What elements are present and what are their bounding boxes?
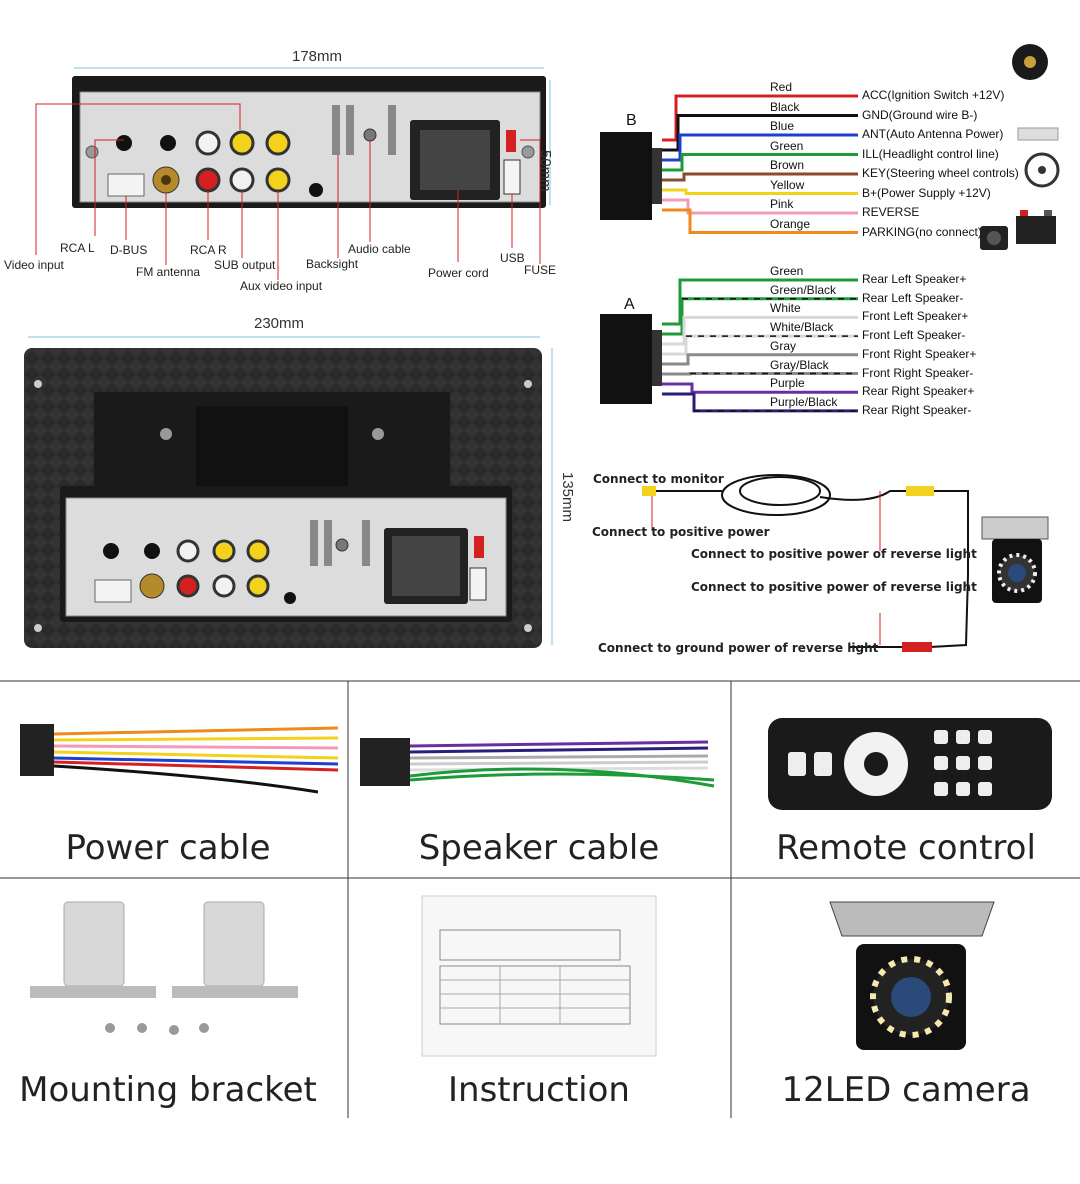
- wire-color-label: Purple: [770, 376, 805, 391]
- wire-line: [662, 172, 858, 182]
- camera-wiring-illustration: [642, 474, 1049, 652]
- wire-line: [662, 334, 858, 356]
- accessories-grid-lines: [0, 680, 1080, 1118]
- connector-a-wires: [600, 278, 858, 413]
- label-fm-antenna: FM antenna: [136, 265, 201, 279]
- wire-function-label: REVERSE: [862, 205, 920, 219]
- label-connect-to-monitor: Connect to monitor: [593, 472, 724, 486]
- label-rca-r: RCA R: [190, 243, 227, 257]
- side-panel-diagram: 230mm 135mm: [0, 310, 590, 660]
- label-sub-output: SUB output: [214, 258, 276, 272]
- wire-function-label: Rear Left Speaker+: [862, 272, 967, 286]
- wire-color-label: Green/Black: [770, 282, 837, 297]
- wire-color-label: Gray/Black: [770, 357, 829, 372]
- remote-control-icon: [768, 718, 1052, 810]
- wire-function-label: PARKING(no connect): [862, 224, 982, 239]
- frame-illustration: [24, 336, 553, 648]
- wire-function-label: Front Right Speaker-: [862, 365, 974, 380]
- wire-function-label: ACC(Ignition Switch +12V): [862, 88, 1005, 102]
- accessory-title-led-camera: 12LED camera: [781, 1070, 1031, 1110]
- rear-panel-diagram: 178mm 50mm RCA L Video input D-BUS FM an…: [0, 0, 590, 300]
- wire-color-label: Green: [770, 264, 804, 278]
- connector-b-wires: [600, 94, 858, 234]
- accessory-title-power-cable: Power cable: [65, 828, 271, 868]
- accessory-title-speaker-cable: Speaker cable: [418, 828, 660, 868]
- mounting-bracket-icon: [30, 901, 298, 1035]
- wire-color-label: White: [770, 301, 801, 316]
- wire-line: [662, 315, 858, 346]
- wire-function-label: ANT(Auto Antenna Power): [862, 127, 1004, 141]
- wire-line: [662, 392, 858, 413]
- wire-line: [662, 94, 858, 142]
- connector-a-letter: A: [624, 296, 635, 313]
- power-cable-icon: [20, 724, 338, 794]
- wire-function-label: Front Left Speaker+: [862, 309, 969, 324]
- wire-function-label: B+(Power Supply +12V): [862, 185, 991, 200]
- label-connect-to-positive-power: Connect to positive power: [592, 525, 770, 539]
- wire-function-label: Rear Right Speaker+: [862, 384, 975, 399]
- wire-line: [662, 133, 858, 162]
- wire-color-label: Yellow: [770, 177, 805, 192]
- wire-color-label: Red: [770, 80, 793, 94]
- label-positive-reverse-light-2: Connect to positive power of reverse lig…: [691, 580, 977, 594]
- label-aux-video-input: Aux video input: [240, 279, 323, 293]
- ignition-key-icon: [1012, 44, 1048, 80]
- accessories-grid: Power cable Speaker cable Remote control: [0, 680, 1080, 1120]
- instruction-manual-icon: [421, 895, 657, 1057]
- wire-function-label: Rear Left Speaker-: [862, 290, 964, 305]
- wire-line: [662, 353, 858, 366]
- wire-function-label: GND(Ground wire B-): [862, 107, 978, 122]
- wire-color-label: Green: [770, 138, 804, 153]
- wire-line: [662, 382, 858, 394]
- wire-color-label: Brown: [770, 158, 805, 172]
- wire-function-label: KEY(Steering wheel controls): [862, 166, 1019, 180]
- wire-color-label: Purple/Black: [770, 394, 838, 409]
- battery-icon: [1016, 210, 1056, 244]
- wire-line: [662, 278, 858, 326]
- accessory-title-instruction: Instruction: [448, 1070, 630, 1110]
- side-panel-width-label: 230mm: [254, 315, 305, 332]
- label-ground-reverse-light: Connect to ground power of reverse light: [598, 641, 879, 655]
- wire-color-label: Gray: [770, 338, 797, 353]
- label-audio-cable: Audio cable: [348, 242, 411, 256]
- wire-line: [662, 153, 858, 172]
- wire-color-label: Pink: [770, 197, 794, 211]
- rear-panel-illustration: [35, 67, 551, 280]
- label-backsight: Backsight: [306, 257, 359, 271]
- wire-color-label: Black: [770, 99, 800, 114]
- label-fuse: FUSE: [524, 263, 557, 277]
- wire-line: [662, 198, 858, 215]
- connector-b-letter: B: [626, 112, 637, 129]
- rear-panel-height-label: 50mm: [537, 150, 554, 192]
- led-camera-icon: [829, 901, 995, 1050]
- wire-line: [662, 188, 858, 195]
- wire-function-label: Rear Right Speaker-: [862, 402, 972, 417]
- speaker-cable-icon: [360, 738, 715, 788]
- accessory-title-remote-control: Remote control: [776, 828, 1036, 868]
- rear-panel-width-label: 178mm: [292, 48, 343, 65]
- wire-line: [662, 208, 858, 234]
- wire-color-label: Orange: [770, 216, 811, 231]
- label-power-cord: Power cord: [428, 266, 489, 280]
- reverse-camera-small-icon: [980, 226, 1008, 250]
- label-d-bus: D-BUS: [110, 243, 148, 257]
- accessory-title-mounting-bracket: Mounting bracket: [19, 1070, 317, 1110]
- label-positive-reverse-light-1: Connect to positive power of reverse lig…: [691, 547, 977, 561]
- label-usb: USB: [500, 251, 525, 265]
- label-video-input: Video input: [4, 258, 64, 272]
- wire-function-label: Front Left Speaker-: [862, 328, 966, 343]
- wire-color-label: White/Black: [770, 320, 834, 335]
- wire-line: [662, 114, 858, 152]
- antenna-icon: [1017, 127, 1059, 141]
- label-rca-l: RCA L: [60, 241, 95, 255]
- wire-function-label: Front Right Speaker+: [862, 346, 977, 361]
- camera-wiring-diagram: Connect to monitor Connect to positive p…: [590, 455, 1080, 665]
- steering-wheel-icon: [1024, 152, 1060, 188]
- wire-function-label: ILL(Headlight control line): [862, 146, 999, 161]
- side-panel-height-label: 135mm: [559, 472, 576, 523]
- wire-color-label: Blue: [770, 119, 795, 133]
